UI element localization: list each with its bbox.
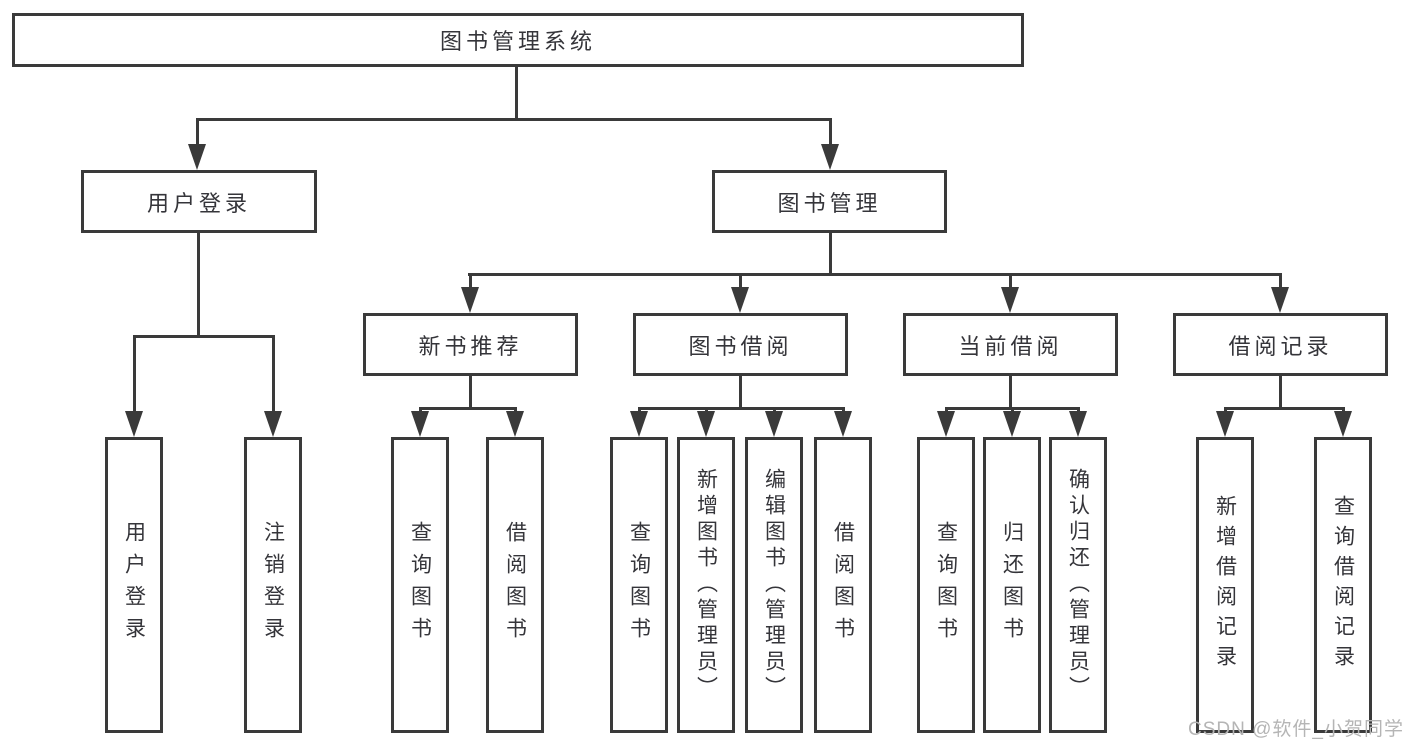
connector-hline [638,407,844,410]
node-book-mgmt-label: 图书管理 [777,190,882,216]
leaf-logout: 注销登录 [244,437,302,733]
node-current-borrow: 当前借阅 [903,313,1118,376]
connector-vline [515,67,518,118]
connector-vline [739,273,742,291]
connector-vline [829,118,832,148]
connector-vline [469,376,472,409]
connector-vline [1279,376,1282,409]
connector-vline [1009,376,1012,409]
arrowhead-down [1334,411,1352,437]
arrowhead-down [461,287,479,313]
connector-hline [133,335,275,338]
leaf-query-book-1: 查询图书 [391,437,449,733]
connector-hline [1224,407,1344,410]
arrowhead-down [1001,287,1019,313]
node-new-book-recommend: 新书推荐 [363,313,578,376]
arrowhead-down [1003,411,1021,437]
leaf-borrow-book-1-label: 借阅图书 [503,521,527,649]
leaf-confirm-return-admin-label: 确认归还（管理员） [1066,468,1090,702]
leaf-borrow-book-1: 借阅图书 [486,437,544,733]
arrowhead-down [125,411,143,437]
leaf-return-book-label: 归还图书 [1000,521,1024,649]
leaf-borrow-book-2: 借阅图书 [814,437,872,733]
node-root-label: 图书管理系统 [439,29,596,54]
leaf-logout-label: 注销登录 [261,521,285,649]
node-borrow-records: 借阅记录 [1173,313,1388,376]
leaf-user-login: 用户登录 [105,437,163,733]
node-root: 图书管理系统 [12,13,1024,67]
arrowhead-down [765,411,783,437]
node-borrow-records-label: 借阅记录 [1228,333,1333,359]
node-user-login: 用户登录 [81,170,317,233]
leaf-add-book-admin: 新增图书（管理员） [677,437,735,733]
leaf-add-book-admin-label: 新增图书（管理员） [694,468,718,702]
connector-vline [1009,273,1012,291]
leaf-return-book: 归还图书 [983,437,1041,733]
connector-hline [419,407,516,410]
node-new-book-recommend-label: 新书推荐 [418,333,523,359]
connector-hline [468,273,1282,276]
arrowhead-down [1216,411,1234,437]
node-book-borrow: 图书借阅 [633,313,848,376]
node-book-mgmt: 图书管理 [712,170,947,233]
node-user-login-label: 用户登录 [146,190,251,216]
arrowhead-down [937,411,955,437]
leaf-edit-book-admin-label: 编辑图书（管理员） [762,468,786,702]
node-current-borrow-label: 当前借阅 [958,333,1063,359]
leaf-edit-book-admin: 编辑图书（管理员） [745,437,803,733]
node-book-borrow-label: 图书借阅 [688,333,793,359]
leaf-query-book-2: 查询图书 [610,437,668,733]
connector-hline [196,118,832,121]
arrowhead-down [264,411,282,437]
arrowhead-down [411,411,429,437]
leaf-query-book-3: 查询图书 [917,437,975,733]
arrowhead-down [1271,287,1289,313]
leaf-confirm-return-admin: 确认归还（管理员） [1049,437,1107,733]
connector-vline [469,273,472,291]
leaf-borrow-book-2-label: 借阅图书 [831,521,855,649]
connector-vline [133,335,136,415]
connector-vline [272,335,275,415]
connector-vline [1279,273,1282,291]
arrowhead-down [834,411,852,437]
arrowhead-down [1069,411,1087,437]
leaf-query-book-1-label: 查询图书 [408,521,432,649]
leaf-query-borrow-record-label: 查询借阅记录 [1331,495,1355,675]
arrowhead-down [506,411,524,437]
arrowhead-down [630,411,648,437]
arrowhead-down [731,287,749,313]
watermark: CSDN @软件_小贺同学 [1188,719,1404,740]
arrowhead-down [821,144,839,170]
leaf-user-login-label: 用户登录 [122,521,146,649]
connector-vline [196,118,199,148]
leaf-query-book-3-label: 查询图书 [934,521,958,649]
leaf-add-borrow-record: 新增借阅记录 [1196,437,1254,733]
arrowhead-down [188,144,206,170]
leaf-add-borrow-record-label: 新增借阅记录 [1213,495,1237,675]
leaf-query-borrow-record: 查询借阅记录 [1314,437,1372,733]
connector-vline [197,233,200,337]
arrowhead-down [697,411,715,437]
connector-vline [829,233,832,275]
connector-vline [739,376,742,409]
leaf-query-book-2-label: 查询图书 [627,521,651,649]
